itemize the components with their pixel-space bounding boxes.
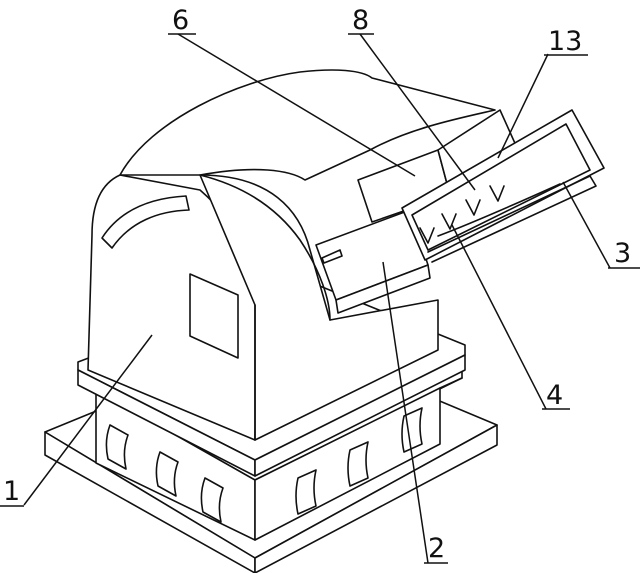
label-2: 2 [428,533,445,564]
support-feet [105,407,423,523]
label-6: 6 [172,5,189,36]
label-1: 1 [3,476,20,507]
number-labels: 1 2 3 4 6 8 13 [0,5,640,564]
main-housing [87,69,496,441]
feed-assembly [315,109,605,314]
label-4: 4 [546,380,563,411]
label-13: 13 [548,26,582,57]
leader-lines [23,33,611,564]
label-3: 3 [614,238,631,269]
label-8: 8 [352,5,369,36]
